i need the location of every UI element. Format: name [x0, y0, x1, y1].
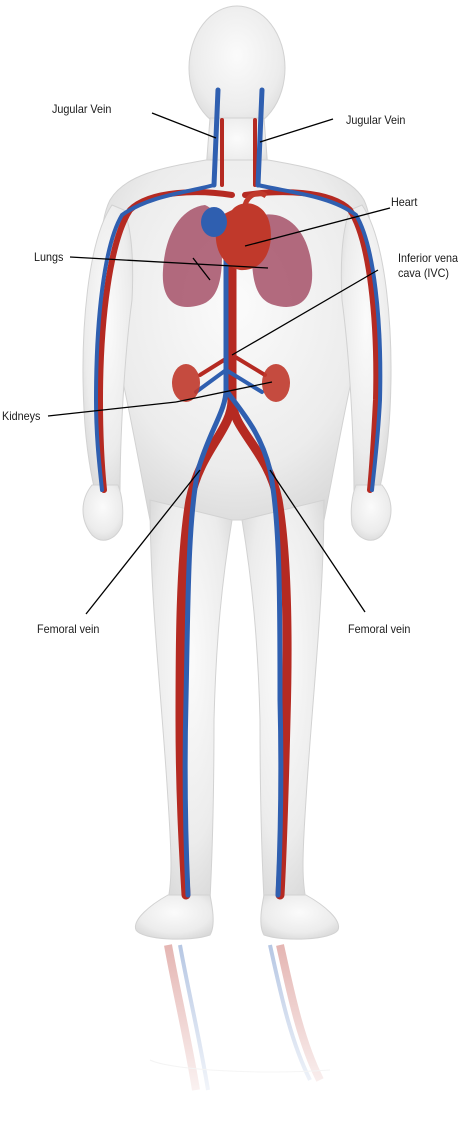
label-lungs: Lungs	[34, 250, 63, 264]
right-hand	[351, 485, 391, 540]
leader-jugular-left	[152, 113, 216, 138]
label-femoral-vein-right: Femoral vein	[348, 622, 410, 636]
label-ivc-line2: cava (IVC)	[398, 266, 449, 280]
left-kidney	[172, 364, 200, 402]
leader-jugular-right	[260, 119, 333, 142]
head	[189, 6, 285, 130]
label-kidneys: Kidneys	[2, 409, 40, 423]
label-jugular-vein-left: Jugular Vein	[52, 102, 111, 116]
left-foot	[135, 895, 213, 939]
label-ivc-line1: Inferior vena	[398, 251, 458, 265]
reflection-fade	[0, 940, 471, 1123]
label-jugular-vein-right: Jugular Vein	[346, 113, 405, 127]
left-hand	[83, 485, 123, 540]
body-silhouette	[83, 6, 391, 939]
right-foot	[261, 895, 339, 939]
label-heart: Heart	[391, 195, 417, 209]
label-femoral-vein-left: Femoral vein	[37, 622, 99, 636]
